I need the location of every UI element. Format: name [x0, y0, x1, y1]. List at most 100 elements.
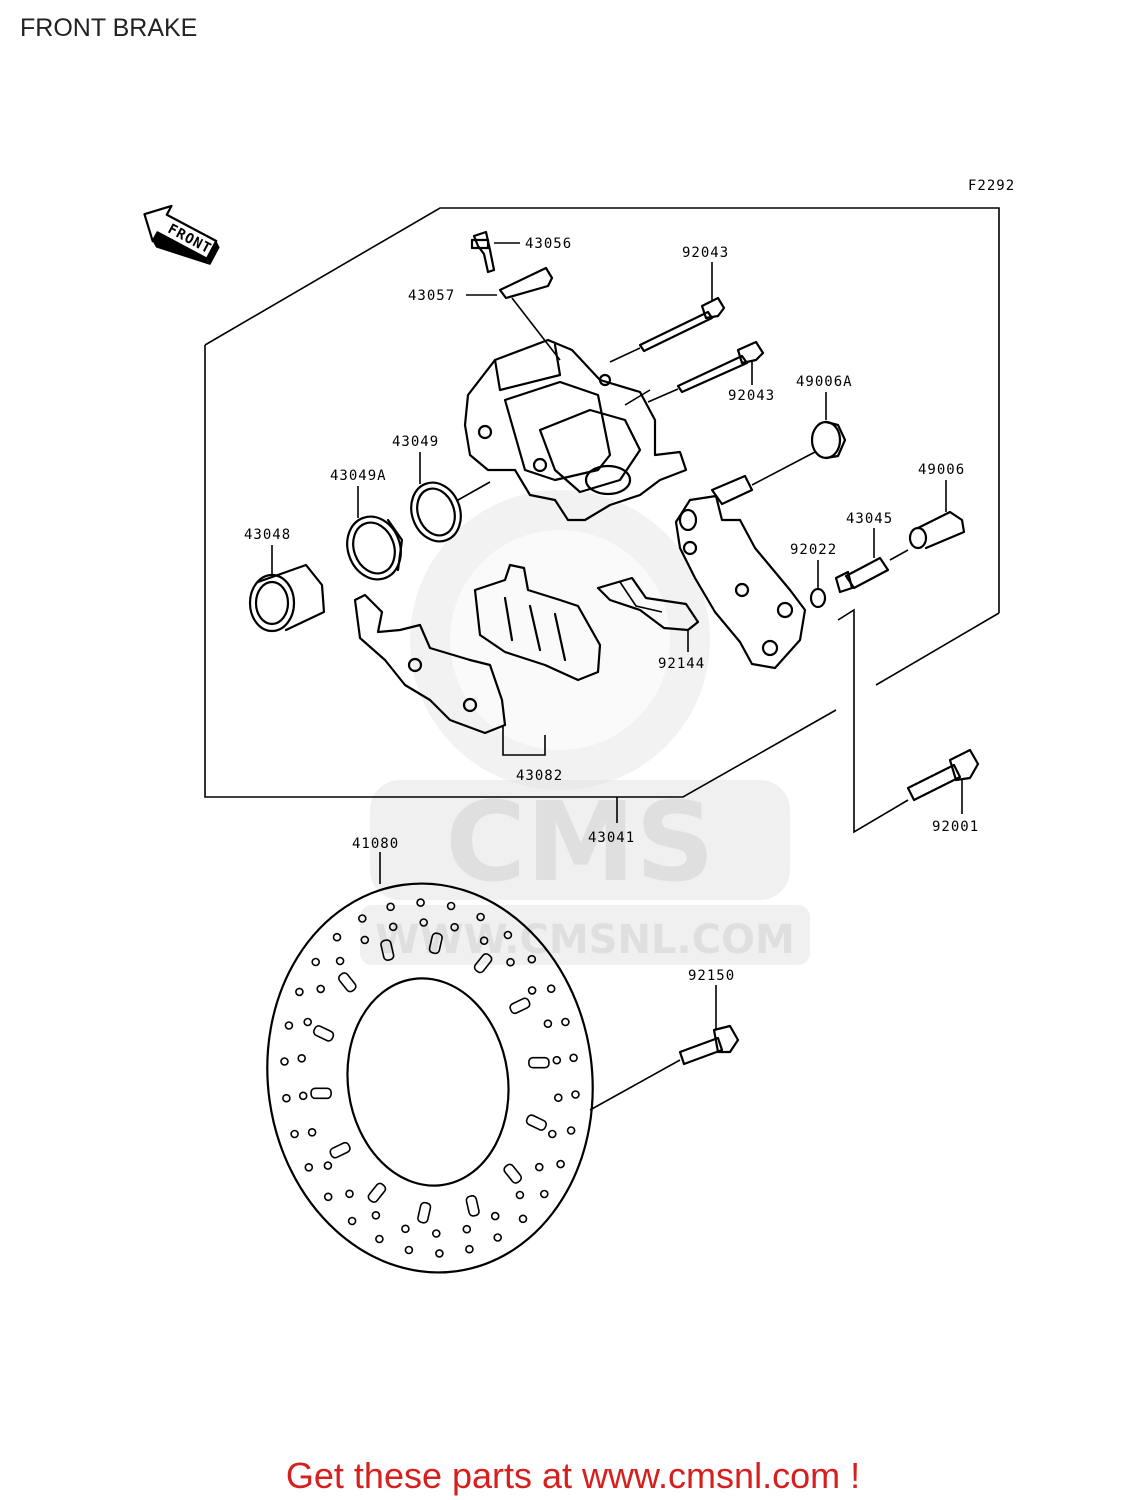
bleeder-valve — [470, 230, 520, 274]
disc-hole — [462, 1224, 472, 1234]
label-92043-lower: 92043 — [728, 388, 775, 404]
disc-hole — [307, 1128, 317, 1137]
disc-hole — [304, 1163, 314, 1172]
disc-hole — [367, 1182, 387, 1203]
caliper-bracket — [674, 474, 807, 670]
label-43056: 43056 — [525, 236, 572, 252]
label-92150: 92150 — [688, 968, 735, 984]
disc-hole — [556, 1159, 565, 1169]
label-49006A: 49006A — [796, 374, 853, 390]
label-43045: 43045 — [846, 511, 893, 527]
disc-hole — [323, 1192, 333, 1202]
disc-hole — [490, 1211, 500, 1221]
disc-hole — [417, 1201, 432, 1224]
label-49006: 49006 — [918, 462, 965, 478]
disc-hole — [345, 1189, 354, 1199]
caliper-mounting-bolt — [906, 748, 980, 802]
disc-hole — [416, 898, 425, 907]
brake-pad-outer — [353, 593, 507, 735]
label-43082: 43082 — [516, 768, 563, 784]
disc-hole — [404, 1245, 414, 1255]
disc-hole — [323, 1161, 333, 1170]
rubber-boot-49006a — [810, 420, 847, 460]
disc-hole — [465, 1195, 480, 1217]
disc-hole — [310, 1087, 332, 1100]
brake-pad-inner — [473, 563, 602, 682]
footer-link-text[interactable]: Get these parts at www.cmsnl.com ! — [285, 1455, 861, 1496]
label-43049A: 43049A — [330, 468, 387, 484]
dust-seal — [346, 515, 404, 581]
slide-pin-lower — [647, 340, 765, 403]
disc-hole — [546, 984, 556, 994]
disc-hole — [446, 901, 456, 911]
disc-hole — [566, 1126, 576, 1135]
caliper-pin — [834, 549, 909, 594]
disc-hole — [473, 953, 493, 974]
disc-hole — [375, 1234, 384, 1244]
label-92144: 92144 — [658, 656, 705, 672]
brake-disc — [266, 882, 594, 1274]
disc-hole — [509, 997, 531, 1015]
disc-hole — [525, 1114, 548, 1131]
piston-seal — [410, 481, 462, 543]
rubber-boot-49006 — [908, 510, 966, 550]
front-direction-arrow: FRONT — [143, 204, 220, 266]
disc-hole — [552, 1055, 562, 1065]
disc-hole — [419, 918, 429, 927]
disc-hole — [479, 936, 489, 946]
disc-hole — [465, 1244, 474, 1254]
disc-hole — [569, 1053, 578, 1063]
disc-hole — [347, 1216, 357, 1226]
cms-watermark: CMS WWW.CMSNL.COM — [360, 490, 810, 965]
disc-hole — [316, 984, 326, 994]
disc-hole — [284, 1021, 294, 1030]
disc-hole — [329, 1141, 351, 1159]
caliper-body — [463, 338, 688, 522]
page-title: FRONT BRAKE — [20, 14, 198, 42]
disc-hole — [534, 1162, 544, 1172]
disc-hole — [280, 1057, 289, 1066]
slide-pin-upper — [609, 296, 726, 363]
disc-hole — [298, 1091, 308, 1101]
label-92043-upper: 92043 — [682, 245, 729, 261]
disc-hole — [528, 1056, 550, 1069]
caliper-assembly-frame — [204, 207, 1000, 613]
label-43057: 43057 — [408, 288, 455, 304]
pad-spring — [596, 576, 700, 632]
figure-code: F2292 — [968, 178, 1015, 194]
disc-hole — [401, 1224, 410, 1234]
label-43041: 43041 — [588, 830, 635, 846]
bleeder-cap — [466, 266, 554, 300]
disc-hole — [435, 1249, 444, 1258]
disc-hole — [450, 922, 459, 932]
disc-hole — [312, 1025, 335, 1042]
disc-hole — [493, 1233, 503, 1242]
disc-hole — [337, 972, 357, 993]
disc-hole — [295, 987, 304, 997]
disc-hole — [335, 956, 345, 966]
disc-hole — [571, 1090, 580, 1099]
label-41080: 41080 — [352, 836, 399, 852]
disc-mounting-bolt — [678, 1024, 740, 1066]
disc-hole — [503, 930, 513, 940]
disc-hole — [428, 932, 443, 955]
disc-hole — [360, 935, 370, 945]
disc-hole — [543, 1019, 553, 1029]
label-92001: 92001 — [932, 819, 979, 835]
disc-hole — [527, 954, 537, 964]
caliper-piston — [248, 563, 326, 633]
disc-hole — [553, 1093, 563, 1102]
disc-hole — [303, 1017, 313, 1027]
disc-hole — [527, 986, 537, 995]
disc-hole — [388, 922, 398, 932]
disc-hole — [431, 1229, 441, 1238]
washer — [809, 587, 827, 609]
disc-hole — [332, 932, 342, 942]
disc-hole — [518, 1214, 528, 1224]
watermark-brand: CMS — [445, 778, 714, 906]
disc-hole — [380, 939, 395, 961]
disc-hole — [386, 902, 395, 912]
disc-hole — [290, 1129, 299, 1139]
disc-hole — [282, 1093, 291, 1103]
